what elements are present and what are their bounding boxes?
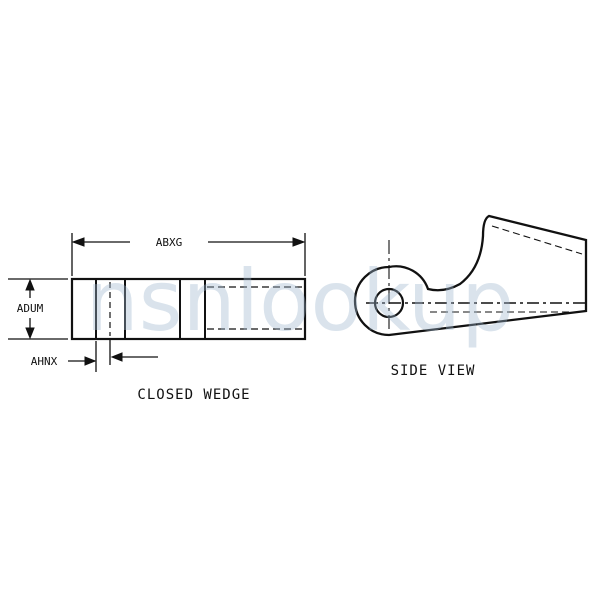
closed-wedge-view	[8, 233, 307, 372]
closed-wedge-caption: CLOSED WEDGE	[137, 387, 250, 403]
watermark: nsnlookup	[86, 252, 515, 350]
abxg-label: ABXG	[156, 236, 183, 249]
ahnx-arrow-left	[84, 356, 97, 366]
adum-arrow-top	[25, 278, 35, 291]
ahnx-arrow-right	[110, 352, 123, 362]
wedge-body-outline	[70, 277, 307, 341]
side-view-profile	[353, 214, 588, 337]
adum-label: ADUM	[17, 302, 44, 315]
ahnx-label: AHNX	[31, 355, 58, 368]
abxg-arrow-right	[292, 237, 306, 247]
side-view	[353, 214, 588, 337]
abxg-arrow-left	[71, 237, 85, 247]
side-view-caption: SIDE VIEW	[391, 363, 476, 379]
side-view-hidden-line-upper	[491, 225, 583, 255]
adum-arrow-bottom	[25, 327, 35, 340]
